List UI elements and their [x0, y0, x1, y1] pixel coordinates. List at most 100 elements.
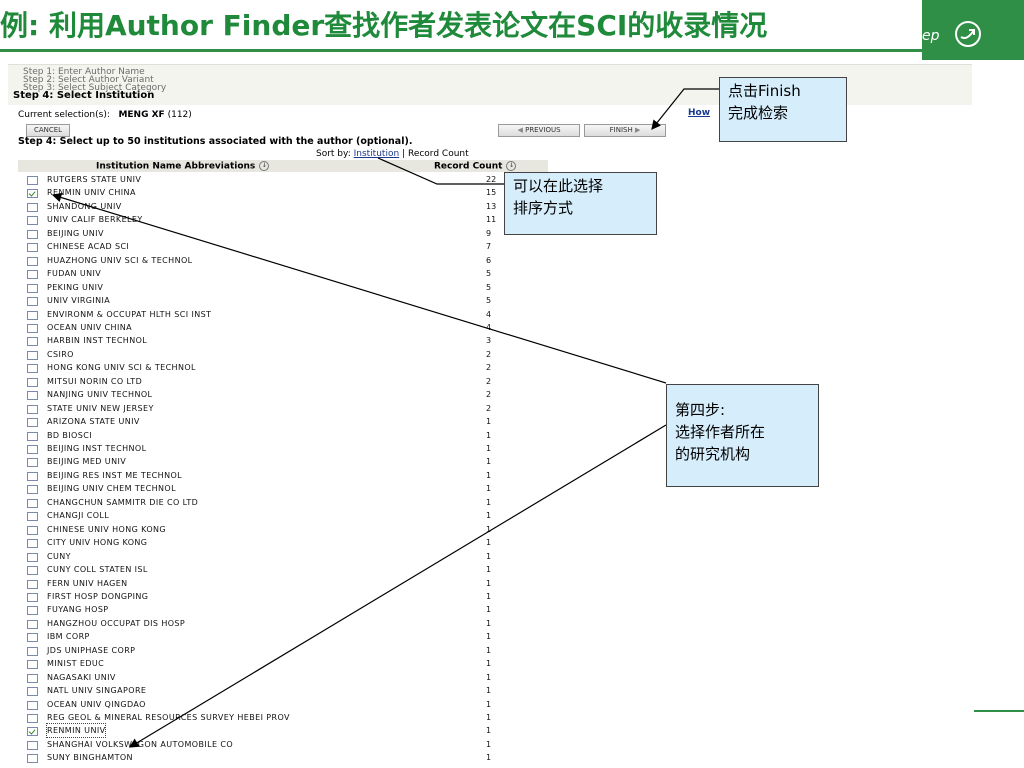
institution-checkbox[interactable]: [27, 202, 38, 212]
institution-checkbox[interactable]: [27, 323, 38, 333]
institution-checkbox[interactable]: [27, 606, 38, 616]
arrow-to-renmin-univ: [128, 424, 667, 748]
finish-button[interactable]: FINISH ▶: [584, 124, 666, 137]
institution-checkbox[interactable]: [27, 498, 38, 508]
institution-checkbox[interactable]: [27, 579, 38, 589]
institution-checkbox[interactable]: [27, 592, 38, 602]
record-count: 1: [486, 470, 492, 480]
institution-checkbox[interactable]: [27, 740, 38, 750]
institution-checkbox[interactable]: [27, 337, 38, 347]
current-selection-value: MENG XF: [118, 110, 165, 120]
institution-checkbox[interactable]: [27, 418, 38, 428]
record-count: 4: [486, 309, 492, 319]
institution-checkbox[interactable]: [27, 552, 38, 562]
sort-by-institution-link[interactable]: Institution: [353, 149, 400, 159]
cancel-button-label: CANCEL: [33, 126, 63, 134]
callout-finish: 点击Finish 完成检索: [719, 77, 847, 142]
institution-checkbox[interactable]: [27, 619, 38, 629]
previous-button-label: PREVIOUS: [525, 126, 561, 134]
institution-checkbox[interactable]: [27, 512, 38, 522]
institution-checkbox[interactable]: [27, 727, 38, 737]
institution-checkbox[interactable]: [27, 243, 38, 253]
slide-title: 例: 利用Author Finder查找作者发表论文在SCI的收录情况: [0, 9, 768, 42]
record-count: 5: [486, 296, 492, 306]
institution-checkbox[interactable]: [27, 229, 38, 239]
institution-checkbox[interactable]: [27, 485, 38, 495]
institution-name: FUDAN UNIV: [47, 269, 102, 279]
callout-sort: 可以在此选择 排序方式: [504, 172, 657, 235]
cancel-button[interactable]: CANCEL: [26, 124, 70, 137]
institution-name: ENVIRONM & OCCUPAT HLTH SCI INST: [47, 309, 212, 319]
institution-checkbox[interactable]: [27, 445, 38, 454]
institution-checkbox[interactable]: [27, 404, 38, 414]
institution-checkbox[interactable]: [27, 525, 38, 535]
institution-checkbox[interactable]: [27, 283, 38, 293]
institution-checkbox[interactable]: [27, 364, 38, 374]
column-header-record-count-label: Record Count: [434, 161, 503, 172]
institution-checkbox[interactable]: [27, 714, 38, 723]
institution-name: BD BIOSCI: [47, 430, 92, 440]
institution-checkbox[interactable]: [27, 687, 38, 697]
institution-checkbox[interactable]: [27, 297, 38, 307]
sort-by-record-count-link[interactable]: Record Count: [407, 149, 469, 159]
institution-name: UNIV VIRGINIA: [47, 296, 111, 306]
finish-button-label: FINISH: [609, 126, 633, 134]
callout-finish-line-1: 点击Finish: [728, 82, 801, 100]
institution-checkbox[interactable]: [27, 660, 38, 670]
column-header-record-count[interactable]: Record Count↓: [434, 161, 517, 172]
institution-checkbox[interactable]: [27, 471, 38, 481]
record-count: 2: [486, 363, 492, 373]
callout-sort-line-2: 排序方式: [513, 199, 574, 217]
institution-checkbox[interactable]: [27, 216, 38, 226]
institution-checkbox[interactable]: [27, 633, 38, 643]
record-count: 1: [486, 430, 492, 440]
arrow-to-sort: [377, 157, 504, 185]
institution-checkbox[interactable]: [27, 270, 38, 280]
institution-checkbox[interactable]: [27, 539, 38, 549]
institution-checkbox[interactable]: [27, 189, 38, 199]
institution-name: CUNY COLL STATEN ISL: [47, 565, 148, 575]
record-count: 1: [486, 444, 492, 453]
institution-name: HANGZHOU OCCUPAT DIS HOSP: [47, 618, 186, 628]
institution-checkbox[interactable]: [27, 310, 38, 320]
sort-icon: ↓: [259, 161, 270, 171]
record-count: 1: [486, 605, 492, 615]
record-count: 6: [486, 255, 492, 265]
institution-name: SUNY BINGHAMTON: [47, 753, 133, 763]
how-link[interactable]: How: [688, 108, 711, 118]
sort-by-control: Sort by: Institution | Record Count: [316, 149, 469, 159]
institution-name: CHANGJI COLL: [47, 511, 110, 521]
callout-step4: 第四步: 选择作者所在 的研究机构: [666, 384, 819, 487]
institution-checkbox[interactable]: [27, 377, 38, 387]
institution-checkbox[interactable]: [27, 458, 38, 468]
institution-name: IBM CORP: [47, 632, 90, 642]
institution-checkbox[interactable]: [27, 350, 38, 360]
previous-button[interactable]: ◀ PREVIOUS: [498, 124, 580, 137]
institution-checkbox[interactable]: [27, 754, 38, 764]
record-count: 1: [486, 739, 492, 749]
table-header: Institution Name Abbreviations↓ Record C…: [18, 160, 548, 172]
institution-checkbox[interactable]: [27, 673, 38, 683]
column-header-institution[interactable]: Institution Name Abbreviations↓: [96, 161, 270, 172]
institution-checkbox[interactable]: [27, 700, 38, 710]
institution-checkbox[interactable]: [27, 391, 38, 401]
record-count: 2: [486, 349, 492, 359]
institution-checkbox[interactable]: [27, 431, 38, 441]
institution-checkbox[interactable]: [27, 646, 38, 656]
institution-checkbox[interactable]: [27, 176, 38, 185]
institution-checkbox[interactable]: [27, 566, 38, 576]
institution-checkbox[interactable]: [27, 256, 38, 266]
